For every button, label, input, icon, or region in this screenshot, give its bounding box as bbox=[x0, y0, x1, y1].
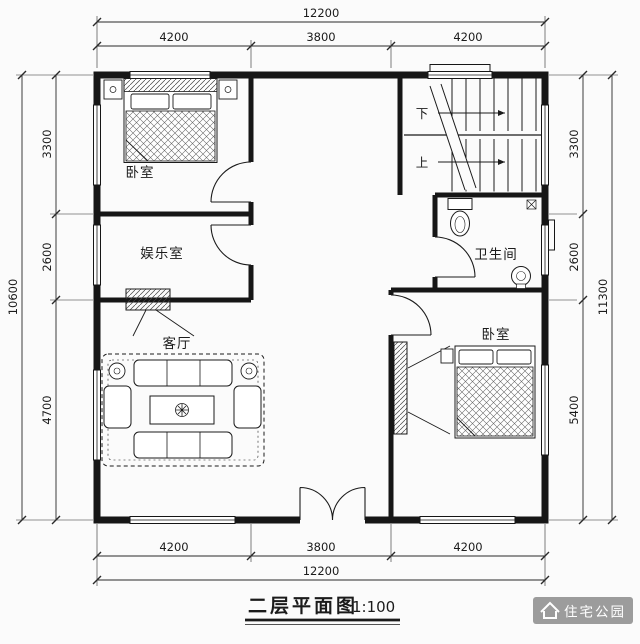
floor-drain-icon bbox=[526, 199, 537, 210]
window-stairs-right bbox=[541, 104, 549, 186]
room-label-bedroom-bottom: 卧室 bbox=[482, 326, 511, 343]
sofa-cushion-lines bbox=[166, 432, 201, 458]
stair-label-up: 上 bbox=[416, 155, 429, 170]
watermark-background bbox=[533, 597, 633, 624]
side-table-plant-icon bbox=[245, 367, 253, 375]
dimension-ticks bbox=[17, 17, 617, 585]
dim-bottom-seg-2: 3800 bbox=[306, 540, 335, 554]
window-entertainment-left bbox=[93, 224, 101, 286]
door-entertainment bbox=[210, 224, 252, 266]
window-bedroom-top bbox=[129, 71, 211, 79]
stair-label-down: 下 bbox=[416, 106, 429, 121]
duvet bbox=[125, 110, 216, 162]
dimension-labels: 12200 4200 3800 4200 4200 3800 4200 1220… bbox=[6, 6, 610, 578]
entry-double-door bbox=[299, 486, 366, 521]
dimension-lines bbox=[16, 16, 618, 586]
table-plant-icon bbox=[175, 403, 189, 417]
sofa-set bbox=[101, 353, 265, 467]
headboard bbox=[123, 78, 218, 92]
room-label-living: 客厅 bbox=[163, 335, 192, 352]
duvet-fold bbox=[456, 417, 476, 437]
room-label-entertainment: 娱乐室 bbox=[140, 245, 184, 262]
lamp-icon bbox=[109, 86, 117, 93]
dim-bottom-seg-3: 4200 bbox=[453, 540, 482, 554]
interior-walls bbox=[97, 75, 545, 520]
title-block: 二层平面图 1:100 bbox=[245, 595, 400, 625]
dim-top-overall: 12200 bbox=[303, 6, 340, 20]
pillow bbox=[172, 93, 212, 110]
window-stairs-top bbox=[427, 64, 493, 79]
tv-cabinet bbox=[125, 288, 171, 311]
pillow bbox=[130, 93, 170, 110]
side-table-plant-icon bbox=[113, 367, 121, 375]
stair-treads bbox=[451, 78, 537, 192]
rug bbox=[101, 353, 265, 467]
door-bathroom bbox=[434, 236, 476, 278]
dim-right-overall: 11300 bbox=[596, 279, 610, 316]
duvet bbox=[456, 366, 534, 437]
walls bbox=[93, 71, 549, 525]
watermark-brand-text: 住宅公园 bbox=[564, 605, 626, 621]
wardrobe bbox=[393, 341, 408, 435]
dim-top-seg-1: 4200 bbox=[159, 30, 188, 44]
duvet-fold bbox=[125, 139, 149, 162]
washbasin-icon bbox=[511, 266, 531, 289]
door-bedroom-bottom-right bbox=[390, 294, 432, 336]
bed-bottom-right bbox=[393, 341, 536, 439]
window-bathroom-right bbox=[541, 219, 555, 276]
house-icon bbox=[540, 601, 560, 619]
nightstand bbox=[440, 348, 454, 364]
window-bedroom-bottom bbox=[419, 516, 516, 524]
side-table bbox=[240, 362, 258, 380]
armchair-left bbox=[103, 385, 132, 429]
dim-top-seg-3: 4200 bbox=[453, 30, 482, 44]
room-label-bedroom-top: 卧室 bbox=[126, 164, 155, 181]
room-label-bathroom: 卫生间 bbox=[474, 247, 518, 263]
bathroom-fixtures bbox=[447, 198, 537, 289]
window-living-bottom bbox=[129, 516, 236, 524]
brand-watermark: 住宅公园 bbox=[533, 597, 633, 624]
dim-bottom-overall: 12200 bbox=[303, 564, 340, 578]
dimension-rule-lines bbox=[21, 21, 613, 581]
dim-right-seg-3: 5400 bbox=[567, 395, 581, 424]
pillow bbox=[496, 349, 532, 365]
door-bedroom-top-left bbox=[210, 161, 252, 203]
tv-projection-lines bbox=[132, 309, 195, 337]
tv-wall-unit bbox=[125, 288, 195, 337]
window-bedroom-right bbox=[541, 364, 549, 456]
armchair-right bbox=[233, 385, 262, 429]
pillow bbox=[458, 349, 494, 365]
window-living-left bbox=[93, 369, 101, 461]
lamp-icon bbox=[224, 86, 232, 93]
staircase bbox=[404, 78, 541, 192]
sofa-three-seat-bottom bbox=[133, 431, 233, 459]
stair-break-mask bbox=[430, 84, 476, 190]
dim-bottom-seg-1: 4200 bbox=[159, 540, 188, 554]
windows bbox=[93, 64, 555, 524]
sofa-cushion-lines bbox=[166, 360, 201, 386]
plan-title: 二层平面图 bbox=[248, 595, 358, 617]
side-table bbox=[108, 362, 126, 380]
room-labels: 卧室 娱乐室 客厅 卫生间 卧室 下 上 bbox=[126, 106, 518, 352]
dim-left-seg-3: 4700 bbox=[40, 395, 54, 424]
plan-scale: 1:100 bbox=[352, 598, 395, 616]
dim-left-overall: 10600 bbox=[6, 279, 20, 316]
dim-left-seg-2: 2600 bbox=[40, 242, 54, 271]
toilet-icon bbox=[447, 198, 473, 237]
bed-top-left bbox=[103, 78, 238, 163]
window-bedroom-left bbox=[93, 104, 101, 186]
dim-right-seg-2: 2600 bbox=[567, 242, 581, 271]
stair-break-line bbox=[429, 83, 477, 191]
sofa-three-seat-top bbox=[133, 359, 233, 387]
dim-left-seg-1: 3300 bbox=[40, 129, 54, 158]
dim-right-seg-1: 3300 bbox=[567, 129, 581, 158]
dim-top-seg-2: 3800 bbox=[306, 30, 335, 44]
doors bbox=[210, 161, 476, 521]
